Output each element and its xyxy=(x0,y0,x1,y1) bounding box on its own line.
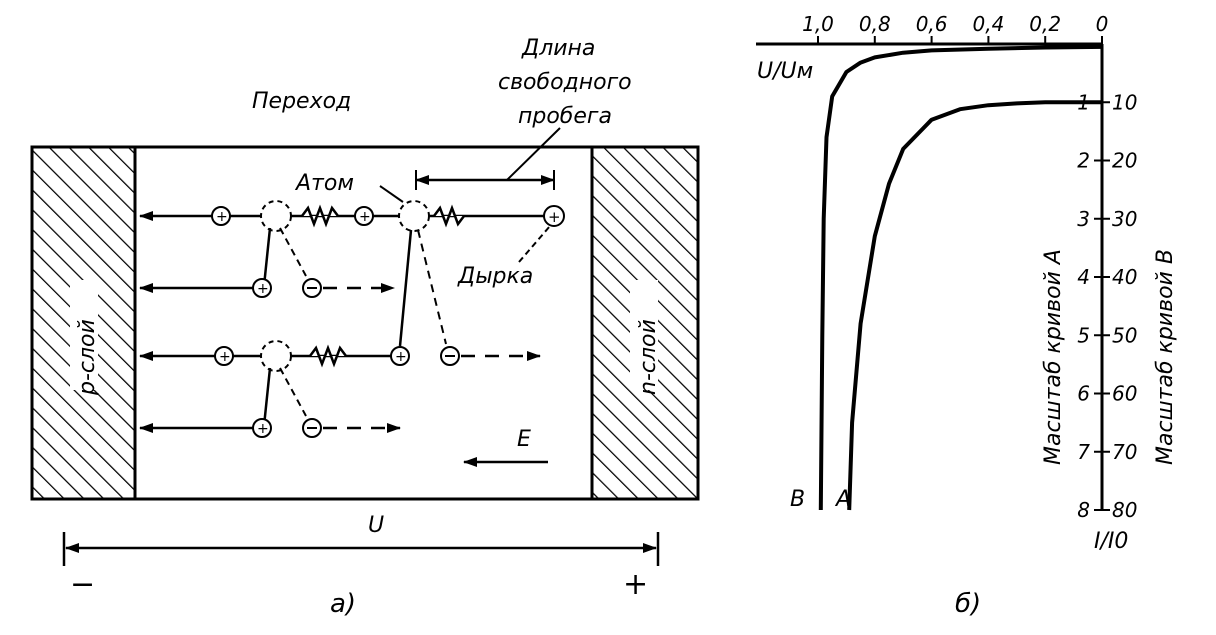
y-tick-label-b: 20 xyxy=(1112,149,1137,173)
hole-particle: + xyxy=(543,205,565,227)
svg-text:+: + xyxy=(548,208,561,226)
electron-particle xyxy=(302,278,322,298)
series-line-A xyxy=(847,100,1102,511)
atom-leader xyxy=(379,185,404,203)
y-tick-label-a: 7 xyxy=(1077,440,1090,464)
y-tick-label-b: 30 xyxy=(1112,207,1137,231)
row2-link-b xyxy=(398,229,413,347)
row4-link xyxy=(262,367,272,427)
atom-circle xyxy=(260,340,292,372)
hole-particle: + xyxy=(354,206,374,226)
hole-particle: + xyxy=(214,346,234,366)
hole-particle: + xyxy=(252,278,272,298)
y-tick-label-a: 4 xyxy=(1077,265,1090,289)
electron-particle xyxy=(302,418,322,438)
row4-dash xyxy=(279,367,307,417)
atom-circle xyxy=(260,200,292,232)
x-tick-label: 0 xyxy=(1096,12,1109,36)
y-tick-label-a: 2 xyxy=(1077,149,1090,173)
atom-label: Атом xyxy=(294,171,354,196)
y-tick-label-b: 40 xyxy=(1112,265,1137,289)
p-layer-label: p-слой xyxy=(75,319,100,396)
y-tick-label-a: 5 xyxy=(1077,323,1090,347)
row1-zigzag-1 xyxy=(301,204,339,228)
y-tick-label-a: 3 xyxy=(1077,207,1090,231)
field-label: E xyxy=(517,427,531,452)
transition-label: Переход xyxy=(252,89,351,114)
series-line-B xyxy=(818,44,1103,511)
y-tick-label-a: 8 xyxy=(1077,498,1090,522)
y-tick-label-b: 50 xyxy=(1112,323,1137,347)
minus-sign: − xyxy=(70,567,95,602)
row2-dash-b xyxy=(417,229,447,345)
y-tick-label-b: 80 xyxy=(1112,498,1137,522)
x-tick-label: 0,4 xyxy=(972,12,1004,36)
row3-zigzag xyxy=(309,344,347,368)
hole-particle: + xyxy=(211,206,231,226)
free-path-label-line2: свободного xyxy=(498,70,632,95)
svg-text:+: + xyxy=(257,281,269,297)
y-axis-title-a: Масштаб кривой A xyxy=(1041,249,1066,465)
y-tick-label-a: 6 xyxy=(1077,382,1090,406)
y-axis-title-b: Масштаб кривой B xyxy=(1153,249,1178,465)
svg-text:+: + xyxy=(359,209,371,225)
curve-b-label: B xyxy=(790,487,805,512)
svg-text:+: + xyxy=(257,421,269,437)
x-axis-label: U/Uм xyxy=(757,59,813,84)
y-tick-label-b: 70 xyxy=(1112,440,1137,464)
x-tick-label: 0,8 xyxy=(859,12,891,36)
y-axis-label: I/I0 xyxy=(1094,529,1128,554)
y-tick-label-b: 60 xyxy=(1112,382,1137,406)
svg-text:+: + xyxy=(395,349,407,365)
free-path-label-line1: Длина xyxy=(521,36,595,61)
diagram-a: p-слой n-слой Переход Длина свободного п… xyxy=(30,36,700,619)
n-layer-label: n-слой xyxy=(636,319,661,395)
plus-sign: + xyxy=(623,567,648,602)
caption-b: б) xyxy=(955,589,981,619)
hole-leader xyxy=(518,225,551,263)
free-path-label-line3: пробега xyxy=(518,104,612,129)
svg-text:+: + xyxy=(219,349,231,365)
y-tick-label-b: 10 xyxy=(1112,90,1137,114)
caption-a: а) xyxy=(330,589,356,619)
voltage-label: U xyxy=(368,513,384,538)
series-layer xyxy=(818,44,1103,511)
row2-link xyxy=(262,227,272,287)
electron-particle xyxy=(440,346,460,366)
hole-particle: + xyxy=(252,418,272,438)
row1-zigzag-2 xyxy=(433,204,465,228)
svg-text:+: + xyxy=(216,209,228,225)
x-tick-label: 0,6 xyxy=(916,12,948,36)
hole-particle: + xyxy=(390,346,410,366)
curve-a-label: A xyxy=(834,487,851,512)
x-tick-label: 1,0 xyxy=(802,12,834,36)
x-tick-label: 0,2 xyxy=(1029,12,1061,36)
free-path-leader xyxy=(506,127,561,181)
atom-circle xyxy=(398,200,430,232)
x-tick-group: 1,0 0,8 0,6 0,4 0,2 0 xyxy=(802,12,1108,44)
hole-label: Дырка xyxy=(457,264,533,289)
row2-dash xyxy=(279,227,307,277)
